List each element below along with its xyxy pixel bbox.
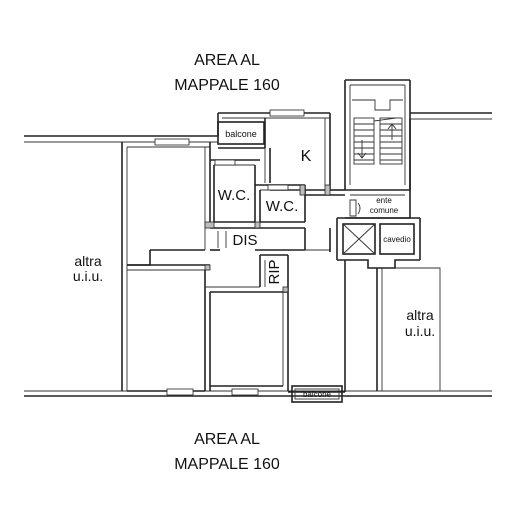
cavedio-label: cavedio — [383, 235, 411, 244]
ente-comune-line2: comune — [370, 206, 399, 215]
area-bottom-line2: MAPPALE 160 — [174, 456, 280, 473]
windows — [154, 109, 305, 396]
balcony-bottom-label: balcone — [303, 390, 332, 399]
stair-core — [336, 79, 441, 391]
room-kitchen-label: K — [301, 148, 312, 165]
right-unit-line2: u.i.u. — [405, 323, 435, 339]
left-unit-line1: altra — [74, 253, 101, 269]
area-top-line2: MAPPALE 160 — [174, 77, 280, 94]
room-rip-label: RIP — [266, 259, 283, 284]
balcony-top-label: balcone — [225, 129, 257, 139]
room-dis-label: DIS — [232, 232, 257, 249]
structural-walls — [204, 184, 331, 293]
right-unit-line1: altra — [406, 307, 433, 323]
balcony-bottom: balcone — [291, 385, 343, 403]
area-bottom-line1: AREA AL — [194, 431, 260, 448]
left-unit-line2: u.i.u. — [73, 268, 103, 284]
area-top-line1: AREA AL — [194, 52, 260, 69]
balcony-top: balcone — [217, 121, 265, 145]
room-wc1-label: W.C. — [218, 187, 251, 204]
ente-comune-line1: ente — [376, 196, 392, 205]
left-unit-walls — [121, 142, 210, 391]
apartment-walls — [127, 112, 346, 393]
room-wc2-label: W.C. — [266, 198, 299, 215]
